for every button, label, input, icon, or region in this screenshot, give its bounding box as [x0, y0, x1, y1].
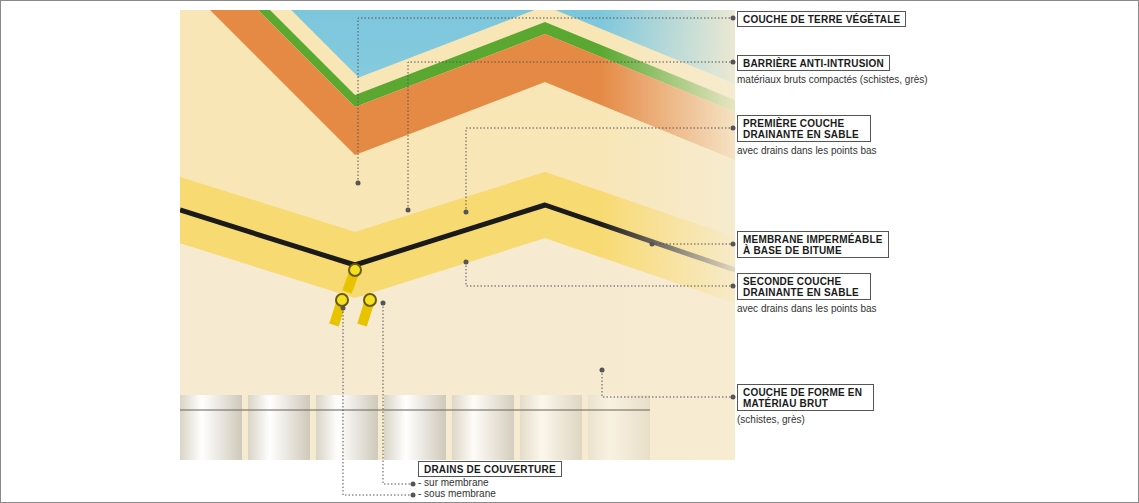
layer-heading: PREMIÈRE COUCHE DRAINANTE EN SABLE [737, 115, 871, 142]
label-box: BARRIÈRE ANTI-INTRUSION matériaux bruts c… [737, 55, 928, 85]
layer-heading: SECONDE COUCHE DRAINANTE EN SABLE [737, 273, 871, 300]
layer-heading: COUCHE DE TERRE VÉGÉTALE [737, 11, 906, 27]
fade [600, 10, 735, 460]
layer-heading: MEMBRANE IMPERMÉABLE À BASE DE BITUME [737, 231, 889, 258]
layer-note: avec drains dans les points bas [737, 145, 877, 156]
layer-heading: DRAINS DE COUVERTURE [418, 461, 562, 477]
layer-heading: BARRIÈRE ANTI-INTRUSION [737, 55, 890, 71]
layer-note: matériaux bruts compactés (schistes, grè… [737, 74, 928, 85]
leader-lines [343, 18, 732, 495]
layer-heading: COUCHE DE FORME EN MATÉRIAU BRUT [737, 384, 874, 411]
layer-note: (schistes, grès) [737, 414, 874, 425]
label-box: MEMBRANE IMPERMÉABLE À BASE DE BITUME [737, 231, 889, 258]
soil-layers [180, 10, 735, 460]
waste-drums [180, 395, 650, 460]
label-box: COUCHE DE FORME EN MATÉRIAU BRUT (schiste… [737, 384, 874, 425]
barrier-layer [180, 10, 735, 460]
leader-dots [341, 16, 736, 498]
label-box: PREMIÈRE COUCHE DRAINANTE EN SABLE avec d… [737, 115, 877, 156]
layer-note: - sous membrane [418, 488, 562, 499]
cover-drains [334, 264, 376, 325]
layer-note: - sur membrane [418, 477, 562, 488]
label-box: COUCHE DE TERRE VÉGÉTALE [737, 11, 906, 27]
label-box: DRAINS DE COUVERTURE- sur membrane- sous… [418, 461, 562, 499]
label-box: SECONDE COUCHE DRAINANTE EN SABLE avec dr… [737, 273, 877, 314]
layer-note: avec drains dans les points bas [737, 303, 877, 314]
